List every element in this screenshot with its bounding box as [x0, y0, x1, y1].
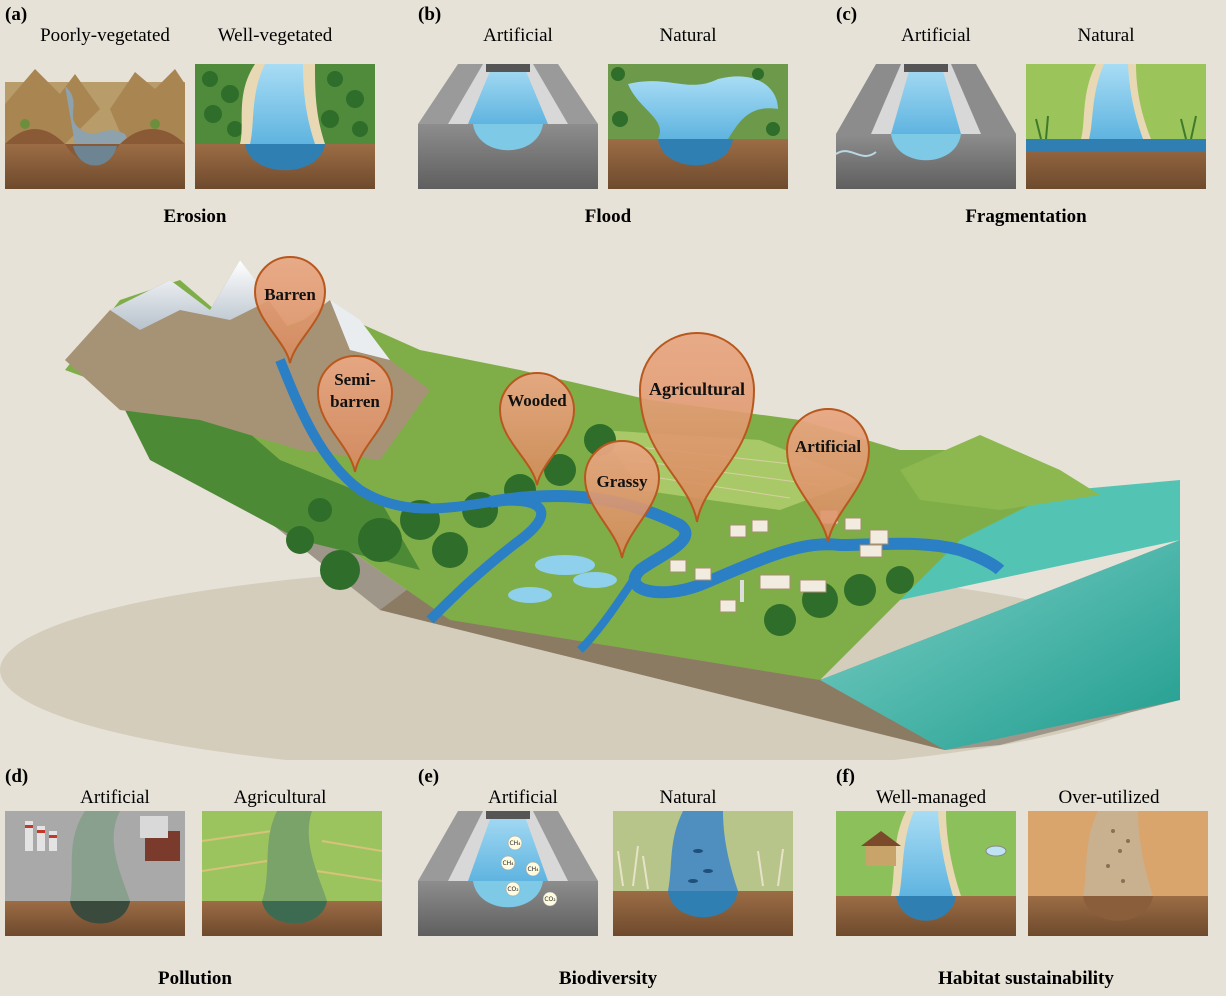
panel-title-erosion: Erosion — [163, 206, 227, 227]
agricultural-block — [202, 811, 382, 936]
panel-letter: (f) — [836, 766, 855, 787]
artificial-channel-block: CH₄ CH₄ CH₄ CO₂ CO₂ — [418, 811, 598, 936]
label-natural: Natural — [659, 787, 717, 808]
poorly-vegetated-block — [5, 64, 185, 189]
panel-letter: (a) — [5, 4, 28, 25]
marker-label-semi-barren-2: barren — [330, 392, 380, 411]
marker-wooded: Wooded — [498, 372, 576, 486]
natural-channel-block — [1026, 64, 1206, 189]
artificial-channel-block — [418, 64, 598, 189]
label-over-utilized: Over-utilized — [1058, 787, 1160, 808]
gas-label: CO₂ — [544, 896, 556, 903]
panel-title-biodiversity: Biodiversity — [558, 968, 658, 989]
gas-label: CH₄ — [502, 860, 514, 867]
panel-e-biodiversity: (e) Artificial Natural CH₄ CH₄ CH₄ CO₂ C… — [418, 766, 798, 996]
panel-d-pollution: (d) Artificial Agricultural Pollution — [5, 766, 385, 996]
label-artificial: Artificial — [483, 25, 553, 46]
label-natural: Natural — [659, 25, 717, 46]
label-poorly-vegetated: Poorly-vegetated — [40, 25, 170, 46]
panel-b-flood: (b) Artificial Natural Flood — [418, 4, 798, 234]
marker-label-artificial: Artificial — [795, 437, 861, 456]
label-artificial: Artificial — [488, 787, 558, 808]
river-landscape-scene: Barren Semi- barren Wooded Agricultural … — [0, 240, 1226, 760]
artificial-channel-block — [836, 64, 1016, 189]
panel-title-habitat-sustainability: Habitat sustainability — [938, 968, 1114, 989]
marker-label-semi-barren-1: Semi- — [334, 370, 376, 389]
label-well-vegetated: Well-vegetated — [217, 25, 333, 46]
over-utilized-block — [1028, 811, 1208, 936]
marker-label-barren: Barren — [264, 285, 316, 304]
marker-barren: Barren — [253, 256, 327, 364]
well-managed-block — [836, 811, 1016, 936]
label-natural: Natural — [1077, 25, 1135, 46]
marker-label-wooded: Wooded — [507, 391, 567, 410]
natural-channel-block — [613, 811, 793, 936]
polluted-artificial-block — [5, 811, 185, 936]
marker-label-grassy: Grassy — [597, 472, 649, 491]
marker-semi-barren: Semi- barren — [316, 355, 394, 473]
label-artificial: Artificial — [901, 25, 971, 46]
gas-label: CH₄ — [527, 866, 539, 873]
panel-letter: (b) — [418, 4, 442, 25]
panel-a-erosion: (a) Poorly-vegetated Well-vegetated Ero — [5, 4, 385, 234]
marker-artificial: Artificial — [785, 408, 871, 543]
panel-c-fragmentation: (c) Artificial Natural Fragmentation — [836, 4, 1216, 234]
panel-letter: (c) — [836, 4, 858, 25]
marker-agricultural: Agricultural — [638, 332, 756, 523]
marker-grassy: Grassy — [583, 440, 661, 559]
panel-title-fragmentation: Fragmentation — [965, 206, 1087, 227]
panel-letter: (e) — [418, 766, 440, 787]
label-well-managed: Well-managed — [875, 787, 987, 808]
label-agricultural: Agricultural — [233, 787, 327, 808]
panel-title-pollution: Pollution — [158, 968, 232, 989]
marker-label-agricultural: Agricultural — [649, 379, 745, 399]
natural-channel-block — [608, 64, 788, 189]
gas-label: CO₂ — [507, 886, 519, 893]
panel-title-flood: Flood — [584, 206, 632, 227]
well-vegetated-block — [195, 64, 375, 189]
panel-f-habitat-sustainability: (f) Well-managed Over-utilized Habitat s… — [836, 766, 1216, 996]
label-artificial: Artificial — [80, 787, 150, 808]
gas-label: CH₄ — [509, 840, 521, 847]
panel-letter: (d) — [5, 766, 29, 787]
